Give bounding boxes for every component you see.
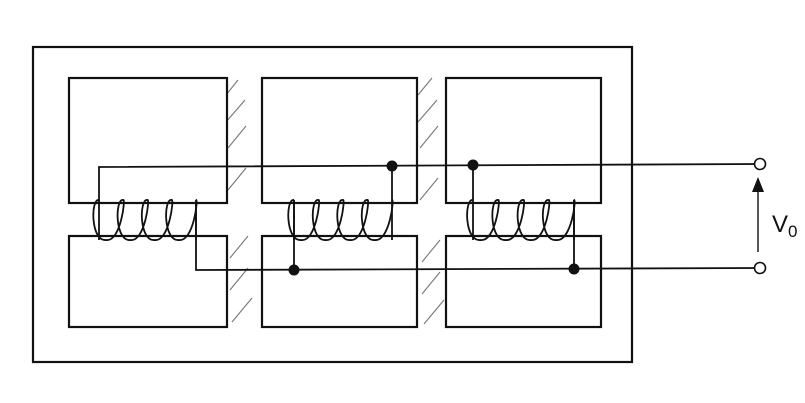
output-terminal-top xyxy=(753,157,767,171)
core-window-top-center xyxy=(260,76,419,205)
air-gap-left xyxy=(225,79,253,323)
core-frame xyxy=(31,45,634,364)
coil-left-winding xyxy=(92,199,198,241)
junction-right-bottom xyxy=(568,263,580,275)
output-terminal-bottom xyxy=(753,261,767,275)
junction-right-top xyxy=(467,159,479,171)
coil-right-winding xyxy=(466,199,576,241)
coil-center-winding xyxy=(287,199,394,241)
core-window-bottom-center xyxy=(260,234,419,329)
core-window-top-left xyxy=(67,76,229,205)
coil-right xyxy=(466,199,576,241)
coil-left xyxy=(92,199,198,241)
output-voltage-label: V0 xyxy=(772,211,797,241)
air-gap-right xyxy=(417,77,445,325)
junction-center-bottom xyxy=(288,264,300,276)
coil-center xyxy=(287,199,394,241)
core-window-top-right xyxy=(444,76,603,205)
core-window-bottom-right xyxy=(444,234,603,329)
core-window-bottom-left xyxy=(67,234,229,329)
wire-top xyxy=(98,163,761,204)
junction-center-top xyxy=(386,160,398,172)
voltage-arrow-head xyxy=(752,177,764,192)
